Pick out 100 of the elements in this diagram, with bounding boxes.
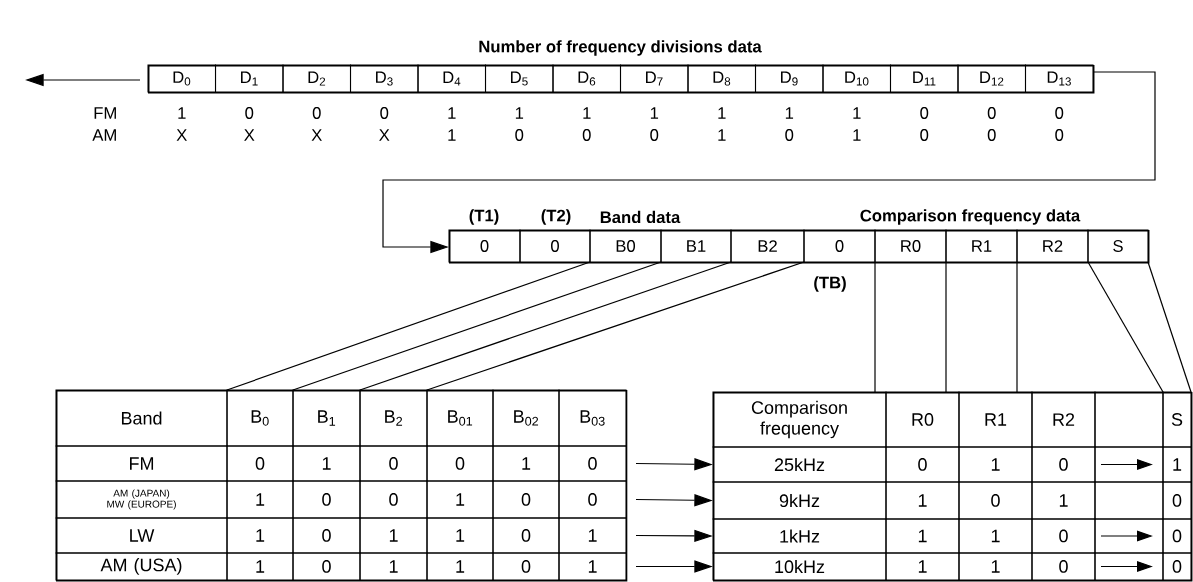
connector-line [426,261,805,391]
table-cell: 0 [958,481,1033,520]
register-cell: R2 [1016,229,1089,263]
register-cell: B1 [660,229,732,263]
table-cell: 1 [1162,446,1192,483]
register-cell: D$_{1}$ [214,64,284,93]
table-cell: Comparison frequency [712,391,887,448]
register-cell: D$_{3}$ [349,64,419,93]
table-cell: 0 [359,445,428,482]
table-cell: B$_{02}$ [492,389,560,447]
register-cell: D$_{5}$ [484,64,554,93]
table-cell: 0 [1031,446,1096,483]
register-cell: S [1087,229,1149,263]
table-cell: B$_{03}$ [558,389,627,447]
row-label: AM [92,129,116,141]
bit-value: X [311,129,322,141]
bit-value: 0 [650,129,659,141]
table-cell: B$_{1}$ [292,389,361,447]
table-cell: 1 [958,518,1033,554]
connector-line [292,261,662,391]
table-cell: 0 [359,480,428,519]
row-label: FM [94,107,116,119]
register-cell: D$_{7}$ [619,64,689,93]
connector-line [1016,261,1018,393]
table-cell: 1 [558,552,627,581]
table-cell: B$_{01}$ [426,389,494,447]
table-cell: 0 [885,446,960,483]
register-cell: B0 [589,229,662,263]
table-cell: 9kHz [712,481,887,520]
register-cell: D$_{10}$ [822,64,892,93]
table-cell: 0 [558,445,627,482]
table-cell: 1 [492,445,560,482]
table-cell: 1 [426,552,494,581]
table-cell: 0 [426,445,494,482]
table-cell: B$_{2}$ [359,389,428,447]
table-cell: 1 [958,446,1033,483]
register-cell: B2 [730,229,805,263]
register-heading: Number of frequency divisions data [479,40,762,56]
register-cell: D$_{4}$ [417,64,487,93]
table-cell: LW [55,517,228,554]
table-cell: 1 [292,445,361,482]
bit-value: 0 [515,129,524,141]
table-cell: 1 [958,552,1033,581]
connector-line [1147,261,1192,393]
bit-value: 0 [785,129,794,141]
connector-line [874,261,876,393]
register-cell: D$_{9}$ [754,64,824,93]
bit-value: X [244,129,255,141]
table-cell: 1 [885,552,960,581]
bit-value: 0 [920,129,929,141]
register-cell: R0 [874,229,947,263]
table-cell: 1 [359,552,428,581]
table-cell: 1 [226,480,294,519]
table-cell: FM [55,445,228,482]
table-cell: 1 [885,481,960,520]
table-cell: 1 [1031,481,1096,520]
connector-line [1087,261,1164,393]
table-cell: R1 [958,391,1033,448]
table-cell: 1 [359,517,428,554]
register-cell: D$_{13}$ [1024,64,1094,93]
table-cell: 0 [1162,518,1192,554]
register-cell: R1 [945,229,1018,263]
register-cell: D$_{6}$ [552,64,622,93]
table-cell: 0 [292,480,361,519]
register-cell: D$_{0}$ [147,64,217,93]
register-cell: D$_{2}$ [282,64,352,93]
bit-value: X [379,129,390,141]
connector-line [945,261,947,393]
register-cell: D$_{12}$ [957,64,1027,93]
table-cell: 0 [226,445,294,482]
connector-line [226,261,591,391]
table-cell: AM (JAPAN) MW (EUROPE) [55,480,228,519]
table-cell: 0 [292,552,361,581]
table-cell: 0 [1031,518,1096,554]
table-cell: AM (USA) [55,552,228,581]
table-cell: S [1162,391,1192,448]
table-cell: 10kHz [712,552,887,581]
table-cell: B$_{0}$ [226,389,294,447]
table-cell: 0 [492,517,560,554]
table-cell: 1 [226,552,294,581]
table-cell: 0 [292,517,361,554]
bit-value: 1 [853,129,861,141]
bit-value: X [176,129,187,141]
connector-line [359,261,732,391]
table-cell: 0 [492,552,560,581]
bit-value: 0 [987,129,996,141]
register-cell: D$_{8}$ [687,64,757,93]
table-cell: Band [55,389,228,447]
bit-value: 0 [1055,129,1064,141]
table-cell: 0 [492,480,560,519]
table-cell: 0 [1162,481,1192,520]
table-cell: 1 [558,517,627,554]
bit-value: 1 [448,129,456,141]
register-cell: 0 [519,229,591,263]
table-cell: R0 [885,391,960,448]
table-cell: 1 [426,517,494,554]
table-cell: R2 [1031,391,1096,448]
table-cell: 1 [426,480,494,519]
register-cell: 0 [448,229,521,263]
table-cell: 0 [558,480,627,519]
